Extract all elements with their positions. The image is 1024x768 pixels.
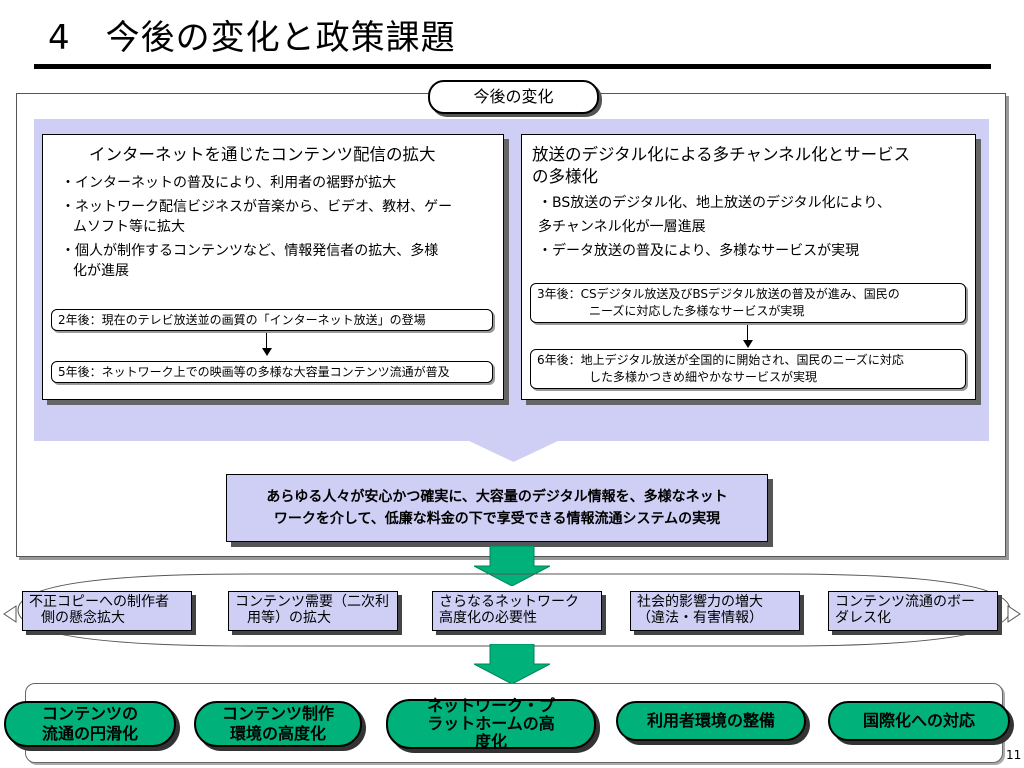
policy-line1: コンテンツ制作 (221, 704, 334, 723)
policy-line1: 利用者環境の整備 (646, 711, 775, 730)
slide-title: 4 今後の変化と政策課題 (48, 18, 456, 58)
goal-statement: あらゆる人々が安心かつ確実に、大容量のデジタル情報を、多様なネット ワークを介し… (226, 474, 768, 542)
issue-box: 不正コピーへの制作者 側の懸念拡大 (22, 591, 192, 631)
down-arrow-icon (446, 412, 581, 462)
issue-line2: 用等）の拡大 (247, 610, 331, 626)
step-connector (266, 333, 267, 349)
issue-line1: 社会的影響力の増大 (637, 594, 763, 610)
arrow-down-icon (743, 340, 753, 348)
policy-line3: 度化 (474, 732, 507, 751)
bullet-item: ・個人が制作するコンテンツなど、情報発信者の拡大、多様 (61, 243, 439, 259)
policy-line1: ネットワーク・プ (427, 696, 555, 715)
policy-line1: 国際化への対応 (862, 711, 975, 730)
policy-line2: ラットホームの高 (427, 714, 555, 733)
issue-line1: 不正コピーへの制作者 (29, 594, 169, 610)
bullet-item: ・ネットワーク配信ビジネスが音楽から、ビデオ、教材、ゲー (61, 199, 453, 215)
policy-line1: コンテンツの (41, 704, 138, 723)
policy-task: 利用者環境の整備 (616, 701, 806, 741)
bullet-item: 多チャンネル化が一層進展 (538, 219, 706, 235)
issue-line2: 側の懸念拡大 (41, 610, 125, 626)
policy-task: ネットワーク・プ ラットホームの高 度化 (386, 696, 596, 751)
issue-line2: 高度化の必要性 (439, 610, 537, 626)
bullet-item: ・データ放送の普及により、多様なサービスが実現 (538, 243, 860, 259)
title-rule (34, 64, 991, 69)
issue-box: 社会的影響力の増大 （違法・有害情報） (630, 591, 800, 631)
step-connector (747, 325, 748, 341)
page-number: 11 (1006, 748, 1022, 762)
step-text-line2: した多様かつきめ細やかなサービスが実現 (589, 370, 818, 384)
policy-task: コンテンツの 流通の円滑化 (4, 701, 176, 747)
policy-line2: 流通の円滑化 (41, 724, 138, 743)
timeline-step-3years: 3年後：CSデジタル放送及びBSデジタル放送の普及が進み、国民の ニーズに対応し… (530, 283, 966, 323)
issue-box: コンテンツ需要（二次利 用等）の拡大 (228, 591, 398, 631)
panel-title-line1: 放送のデジタル化による多チャンネル化とサービス (532, 145, 911, 164)
issue-line2: （違法・有害情報） (637, 610, 763, 626)
policy-line2: 環境の高度化 (229, 724, 326, 743)
panel-title: インターネットを通じたコンテンツ配信の拡大 (89, 145, 436, 164)
goal-line2: ワークを介して、低廉な料金の下で享受できる情報流通システムの実現 (273, 511, 721, 527)
step-text-line1: 3年後：CSデジタル放送及びBSデジタル放送の普及が進み、国民の (537, 287, 900, 301)
step-text-line2: ニーズに対応した多様なサービスが実現 (589, 304, 805, 318)
policy-task: 国際化への対応 (828, 701, 1010, 741)
issue-line1: さらなるネットワーク (439, 594, 579, 610)
arrow-down-icon (262, 348, 272, 356)
bullet-item: ムソフト等に拡大 (73, 219, 185, 235)
goal-line1: あらゆる人々が安心かつ確実に、大容量のデジタル情報を、多様なネット (266, 489, 728, 505)
timeline-step-2years: 2年後：現在のテレビ放送並の画質の「インターネット放送」の登場 (51, 309, 493, 331)
future-changes-label: 今後の変化 (428, 80, 599, 114)
down-arrow-icon (474, 546, 550, 586)
bullet-item: 化が進展 (73, 263, 129, 279)
timeline-step-6years: 6年後：地上デジタル放送が全国的に開始され、国民のニーズに対応 した多様かつきめ… (530, 349, 966, 389)
broadcast-digitalization-panel: 放送のデジタル化による多チャンネル化とサービス の多様化 ・BS放送のデジタル化… (521, 134, 976, 400)
bullet-item: ・BS放送のデジタル化、地上放送のデジタル化により、 (538, 195, 891, 211)
issue-line2: ダレス化 (835, 610, 891, 626)
down-arrow-icon (474, 644, 550, 684)
policy-task: コンテンツ制作 環境の高度化 (194, 701, 362, 747)
issue-line1: コンテンツ流通のボー (835, 594, 975, 610)
step-text-line1: 6年後：地上デジタル放送が全国的に開始され、国民のニーズに対応 (537, 353, 904, 367)
timeline-step-5years: 5年後：ネットワーク上での映画等の多様な大容量コンテンツ流通が普及 (51, 361, 493, 383)
bullet-item: ・インターネットの普及により、利用者の裾野が拡大 (61, 175, 397, 191)
issue-line1: コンテンツ需要（二次利 (235, 594, 389, 610)
internet-distribution-panel: インターネットを通じたコンテンツ配信の拡大 ・インターネットの普及により、利用者… (42, 134, 504, 400)
issue-box: コンテンツ流通のボー ダレス化 (828, 591, 998, 631)
panel-title-line2: の多様化 (532, 167, 598, 186)
issue-box: さらなるネットワーク 高度化の必要性 (432, 591, 602, 631)
